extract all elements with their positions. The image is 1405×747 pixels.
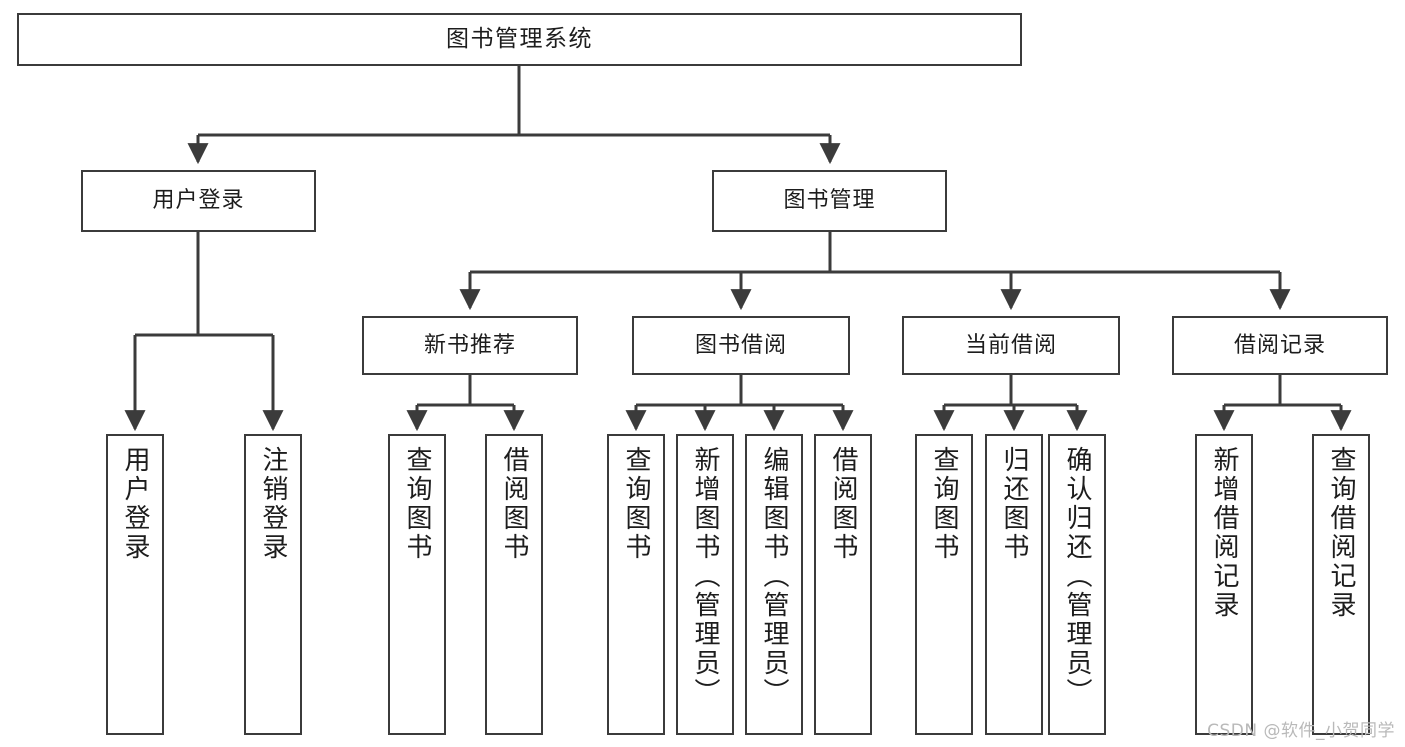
leaf-new-book-borrow[interactable]: 借阅图书 xyxy=(485,434,543,735)
leaf-book-borrow-borrow[interactable]: 借阅图书 xyxy=(814,434,872,735)
node-label: 新书推荐 xyxy=(423,332,516,358)
node-borrow-record[interactable]: 借阅记录 xyxy=(1172,316,1388,375)
node-label: 查询图书 xyxy=(402,446,433,562)
node-label: 图书管理 xyxy=(783,188,876,214)
node-new-book-recommend[interactable]: 新书推荐 xyxy=(362,316,578,375)
leaf-borrow-record-add[interactable]: 新增借阅记录 xyxy=(1195,434,1253,735)
leaf-book-borrow-add[interactable]: 新增图书（管理员） xyxy=(676,434,734,735)
leaf-borrow-record-query[interactable]: 查询借阅记录 xyxy=(1312,434,1370,735)
leaf-user-login-logout[interactable]: 注销登录 xyxy=(244,434,302,735)
node-label: 查询借阅记录 xyxy=(1326,446,1357,620)
leaf-current-borrow-query[interactable]: 查询图书 xyxy=(915,434,973,735)
leaf-book-borrow-edit[interactable]: 编辑图书（管理员） xyxy=(745,434,803,735)
node-label: 归还图书 xyxy=(999,446,1030,562)
node-label: 用户登录 xyxy=(152,188,245,214)
node-label: 查询图书 xyxy=(621,446,652,562)
node-label: 注销登录 xyxy=(258,446,289,562)
leaf-book-borrow-query[interactable]: 查询图书 xyxy=(607,434,665,735)
node-label: 新增借阅记录 xyxy=(1209,446,1240,620)
node-label: 借阅图书 xyxy=(499,446,530,562)
leaf-new-book-query[interactable]: 查询图书 xyxy=(388,434,446,735)
leaf-current-borrow-return[interactable]: 归还图书 xyxy=(985,434,1043,735)
node-label: 图书管理系统 xyxy=(446,25,593,52)
node-label: 借阅记录 xyxy=(1233,332,1326,358)
leaf-user-login-login[interactable]: 用户登录 xyxy=(106,434,164,735)
node-book-borrow[interactable]: 图书借阅 xyxy=(632,316,850,375)
leaf-current-borrow-confirm-return[interactable]: 确认归还（管理员） xyxy=(1048,434,1106,735)
node-root-book-management-system[interactable]: 图书管理系统 xyxy=(17,13,1022,66)
node-label: 当前借阅 xyxy=(964,332,1057,358)
node-label: 编辑图书（管理员） xyxy=(759,446,790,707)
node-current-borrow[interactable]: 当前借阅 xyxy=(902,316,1120,375)
node-user-login[interactable]: 用户登录 xyxy=(81,170,316,232)
node-label: 确认归还（管理员） xyxy=(1062,446,1093,707)
node-label: 借阅图书 xyxy=(828,446,859,562)
node-label: 查询图书 xyxy=(929,446,960,562)
watermark-text: CSDN @软件_小贺同学 xyxy=(1207,721,1395,741)
node-label: 图书借阅 xyxy=(694,332,787,358)
node-book-management[interactable]: 图书管理 xyxy=(712,170,947,232)
node-label: 用户登录 xyxy=(120,446,151,562)
node-label: 新增图书（管理员） xyxy=(690,446,721,707)
